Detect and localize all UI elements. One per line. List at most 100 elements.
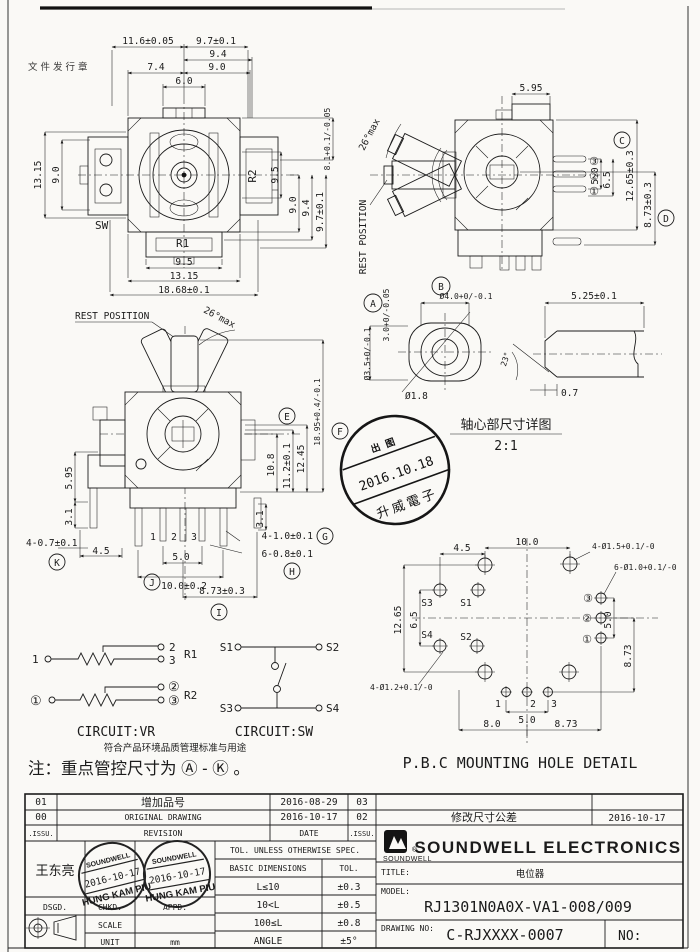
rev-header-date: DATE xyxy=(299,829,318,838)
drawing-no-label: DRAWING NO: xyxy=(381,924,434,933)
sw-s1: S1 xyxy=(220,641,233,654)
sw-s3: S3 xyxy=(220,702,233,715)
tol-row4-val: ±5° xyxy=(340,936,357,947)
dim-18-95: 18.95+0.4/-0.1 xyxy=(313,378,322,446)
dim-5-25: 5.25±0.1 xyxy=(571,291,617,302)
balloon-B: B xyxy=(438,282,444,293)
dim-5-0-front: 5.0 xyxy=(172,552,189,563)
dim-6-5-side: 6.5 xyxy=(602,171,613,188)
approval-stamp-2: SOUNDWELL 2016-10-17 HUNG KAM PIU xyxy=(143,840,216,908)
rest-position-front: REST POSITION xyxy=(75,311,150,322)
rev-date-01: 2016-08-29 xyxy=(280,797,337,808)
circuit-vr-caption: CIRCUIT:VR xyxy=(77,725,155,740)
side-view: 26°max REST POSITION ③ ② ① 5.95 5.0 6.5 … xyxy=(357,83,675,274)
note-key-dims: 注：重点管控尺寸为 Ⓐ - Ⓚ 。 xyxy=(28,759,250,778)
balloon-I: I xyxy=(216,608,222,619)
release-stamp: 出图 2016.10.18 升威電子 xyxy=(339,414,451,526)
pin-2-circled-side: ② xyxy=(589,170,599,183)
stamp-company: 升威電子 xyxy=(374,485,439,521)
dim-8-73-front: 8.73±0.3 xyxy=(199,586,245,597)
pcb-holes-terminals xyxy=(500,591,608,698)
dim-3-5: Ø3.5+0/-0.1 xyxy=(362,327,372,380)
pcb-c1: ① xyxy=(582,633,592,646)
dim-5-95-side: 5.95 xyxy=(520,83,543,94)
dim-5-95-front: 5.95 xyxy=(64,467,75,490)
pcb-dim-12-65: 12.65 xyxy=(393,606,404,635)
balloon-F: F xyxy=(337,427,343,438)
dim-9-0-right: 9.0 xyxy=(288,196,299,213)
front-view: REST POSITION 26°max 1 2 3 5.95 3.1 4-0.… xyxy=(26,305,349,621)
shaft-detail-scale: 2:1 xyxy=(494,439,517,454)
note-quality: 符合产品环境品质管理标准与用途 xyxy=(104,742,247,754)
pcb-dim-4-5: 4.5 xyxy=(453,543,470,554)
label-r1: R1 xyxy=(176,237,189,250)
pcb-p1: 1 xyxy=(495,699,501,710)
pcb-dim-5-0-right: 5.0 xyxy=(603,611,614,628)
tol-row3-dim: 100≤L xyxy=(254,918,283,929)
dim-9-7-top: 9.7±0.1 xyxy=(196,36,236,47)
dim-13-15-left: 13.15 xyxy=(33,161,44,190)
appd-label: APPD. xyxy=(163,903,187,912)
dim-26deg-front: 26°max xyxy=(201,305,237,331)
tol-row1-dim: L≤10 xyxy=(257,882,280,893)
scale-label: SCALE xyxy=(98,921,122,930)
balloon-H: H xyxy=(289,567,295,578)
label-r2: R2 xyxy=(246,169,259,182)
vr-terminal-1c: ① xyxy=(30,694,42,709)
vr-terminal-1: 1 xyxy=(32,653,39,666)
doc-release-stamp: 文件发行章 xyxy=(28,61,91,73)
rev-header-issu-right: .ISSU. xyxy=(349,830,374,838)
balloon-C: C xyxy=(619,136,625,147)
rev-desc-02: 修改尺寸公差 xyxy=(451,810,517,824)
pcb-s2: S2 xyxy=(460,632,471,643)
balloon-G: G xyxy=(322,532,328,543)
shaft-detail: A 3.0+0/-0.05 B Ø4.0+0/-0.1 Ø3.5+0/-0.1 … xyxy=(362,276,662,454)
pcb-hole-detail: S3 S1 S4 S2 ③ ② ① 1 2 3 4.5 10.0 4-Ø1.5+… xyxy=(370,537,677,772)
tol-row3-val: ±0.8 xyxy=(338,918,361,929)
dim-3-1-left: 3.1 xyxy=(64,508,75,525)
tol-header: TOL. UNLESS OTHERWISE SPEC. xyxy=(230,846,360,855)
dim-0-7: 0.7 xyxy=(561,388,578,399)
dim-9-0-top: 9.0 xyxy=(208,62,225,73)
dim-3-0: 3.0+0/-0.05 xyxy=(382,288,391,341)
projection-symbol-icon xyxy=(26,915,77,941)
rev-no-02: 02 xyxy=(356,812,367,823)
dim-9-7-right: 9.7±0.1 xyxy=(315,192,326,232)
sw-s2: S2 xyxy=(326,641,339,654)
dim-6-0-8: 6-0.8±0.1 xyxy=(262,549,314,560)
unit-label: UNIT xyxy=(100,938,119,947)
dim-18-68: 18.68±0.1 xyxy=(158,285,210,296)
dim-4-0: Ø4.0+0/-0.1 xyxy=(440,291,493,301)
tol-col-tol: TOL. xyxy=(339,864,358,873)
vr-terminal-3: 3 xyxy=(169,654,176,667)
dim-9-5-right: 9.5 xyxy=(270,166,281,183)
pcb-p3: 3 xyxy=(551,699,557,710)
tol-row4-dim: ANGLE xyxy=(254,936,283,947)
title-block: 01 增加品号 2016-08-29 03 00 ORIGINAL DRAWIN… xyxy=(24,793,684,949)
pcb-dim-8-0: 8.0 xyxy=(483,719,500,730)
dim-11-2: 11.2±0.1 xyxy=(282,443,293,489)
balloon-E: E xyxy=(284,412,290,423)
pcb-dim-holes-1-2: 4-Ø1.2+0.1/-0 xyxy=(370,682,433,692)
vr-terminal-2c: ② xyxy=(168,680,180,695)
dim-13-15-bottom: 13.15 xyxy=(170,271,199,282)
dim-9-5-bottom: 9.5 xyxy=(175,257,192,268)
pcb-dim-holes-1-0: 6-Ø1.0+0.1/-0 xyxy=(614,562,677,572)
dsgd-label: DSGD. xyxy=(43,903,67,912)
pin-1-front: 1 xyxy=(150,532,156,543)
no-label: NO: xyxy=(618,929,641,944)
logo-reg-mark: ® xyxy=(412,845,417,854)
dim-12-65-side: 12.65±0.3 xyxy=(625,150,636,201)
rev-no-00: 00 xyxy=(35,812,47,823)
dim-26deg-side: 26°max xyxy=(357,117,383,153)
title-label: TITLE: xyxy=(381,868,410,877)
balloon-J: J xyxy=(149,578,155,589)
pcb-dim-holes-1-5: 4-Ø1.5+0.1/-0 xyxy=(592,541,655,551)
dim-12-45: 12.45 xyxy=(296,445,307,474)
top-view: 11.6±0.05 9.7±0.1 9.4 7.4 9.0 6.0 13.15 … xyxy=(33,36,335,297)
tol-row2-val: ±0.5 xyxy=(338,900,361,911)
dim-1-8: Ø1.8 xyxy=(405,391,428,402)
dim-9-0-left: 9.0 xyxy=(51,166,62,183)
rev-date-00: 2016-10-17 xyxy=(280,812,337,823)
